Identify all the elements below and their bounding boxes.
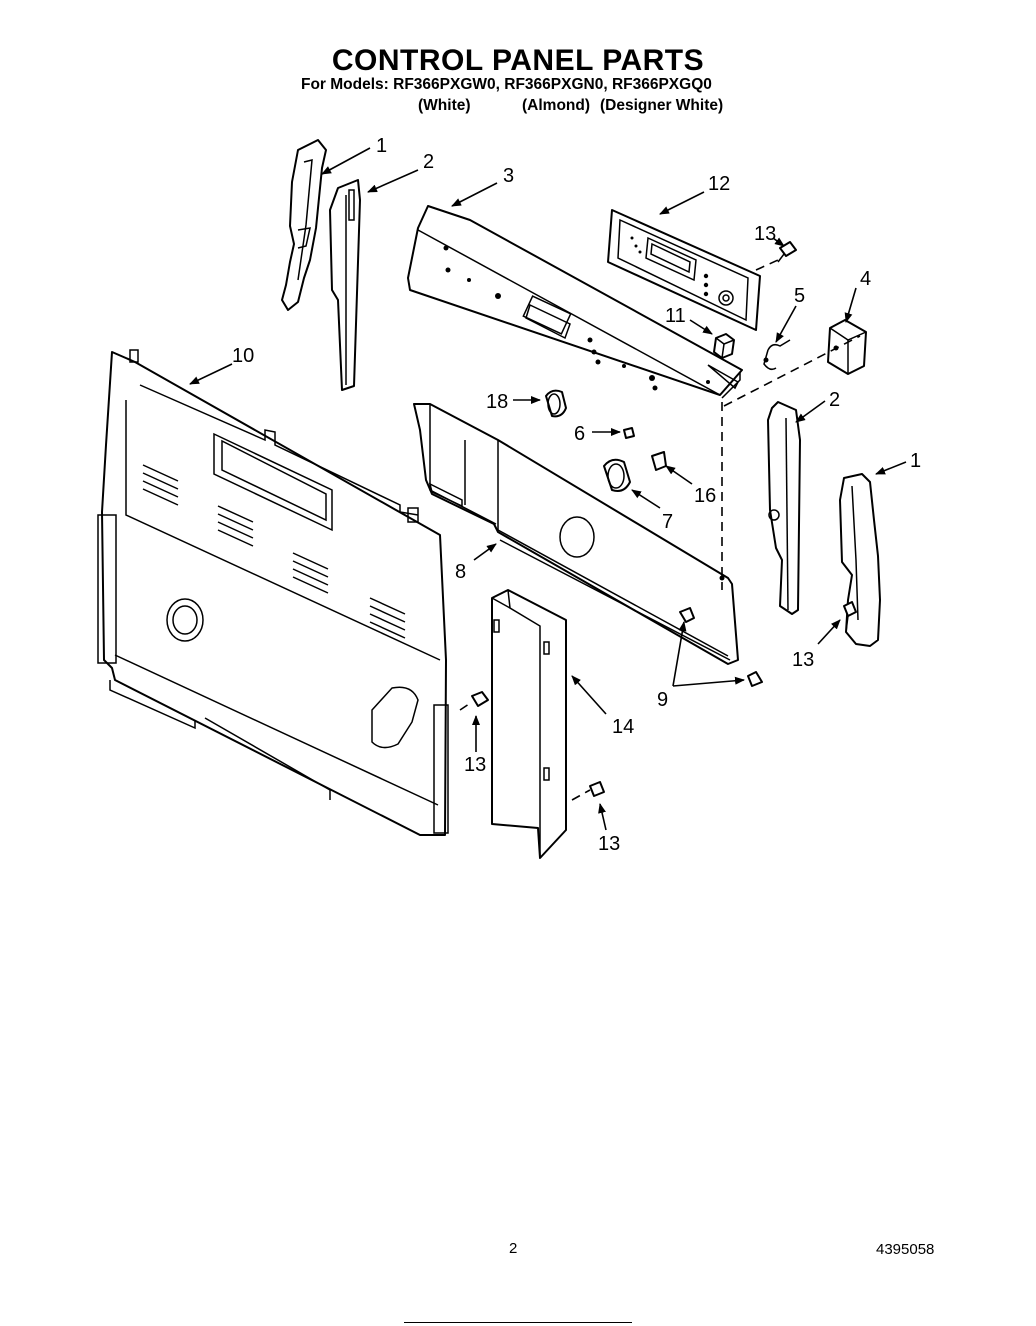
callout-1-right: 1: [910, 450, 921, 472]
leader-lines: [189, 147, 907, 831]
callout-6: 6: [574, 423, 585, 445]
callout-8: 8: [455, 561, 466, 583]
page-title: CONTROL PANEL PARTS: [331, 44, 705, 77]
part-4-terminal-block: [827, 319, 867, 375]
part-13-screw-top: [777, 241, 797, 263]
variant-almond: (Almond): [522, 97, 591, 114]
part-8-manifold-panel: [413, 403, 739, 665]
callout-13-lower: 13: [598, 833, 620, 855]
callout-18: 18: [486, 391, 508, 413]
callout-4: 4: [860, 268, 871, 290]
part-18-knob: [545, 389, 567, 418]
callout-3: 3: [503, 165, 514, 187]
callout-16: 16: [694, 485, 716, 507]
part-3-control-panel: [407, 205, 743, 399]
callout-2-right: 2: [829, 389, 840, 411]
callout-10: 10: [232, 345, 254, 367]
variant-white: (White): [418, 97, 471, 114]
callout-9: 9: [657, 689, 668, 711]
part-2-right-bracket: [767, 401, 801, 615]
callout-13-right: 13: [792, 649, 814, 671]
part-7-knob: [603, 458, 631, 492]
callout-2-left: 2: [423, 151, 434, 173]
callout-12: 12: [708, 173, 730, 195]
bottom-rule: [404, 1322, 632, 1323]
part-2-left-bracket: [329, 179, 361, 391]
part-10-back-panel: [97, 349, 449, 836]
variant-designer-white: (Designer White): [600, 97, 724, 114]
callout-labels: 1 2 3 12 13 4 5 11 10 18 6 2 1 16 7 8 9 …: [232, 135, 921, 855]
page-number: 2: [509, 1240, 518, 1257]
models-line: For Models: RF366PXGW0, RF366PXGN0, RF36…: [301, 76, 712, 93]
callout-13-top: 13: [754, 223, 776, 245]
part-16-clip: [651, 451, 667, 471]
part-12-electronic-control: [607, 209, 761, 331]
part-11-switch: [713, 333, 735, 359]
callout-11: 11: [665, 305, 686, 327]
part-1-right-end-cap: [839, 473, 881, 647]
part-5-wire-harness: [763, 339, 791, 371]
document-number: 4395058: [876, 1241, 935, 1258]
callout-14: 14: [612, 716, 634, 738]
part-9-screws: [679, 607, 763, 687]
part-13-screw-right: [843, 601, 857, 633]
part-14-channel: [491, 589, 567, 859]
part-13-screw-lower: [589, 781, 605, 797]
part-6-screw: [623, 427, 635, 439]
callout-7: 7: [662, 511, 673, 533]
part-1-left-end-cap: [281, 139, 327, 311]
alignment-lines: [459, 259, 861, 801]
callout-5: 5: [794, 285, 805, 307]
callout-1-left: 1: [376, 135, 387, 157]
callout-13-left: 13: [464, 754, 486, 776]
part-13-screw-left: [471, 691, 489, 707]
